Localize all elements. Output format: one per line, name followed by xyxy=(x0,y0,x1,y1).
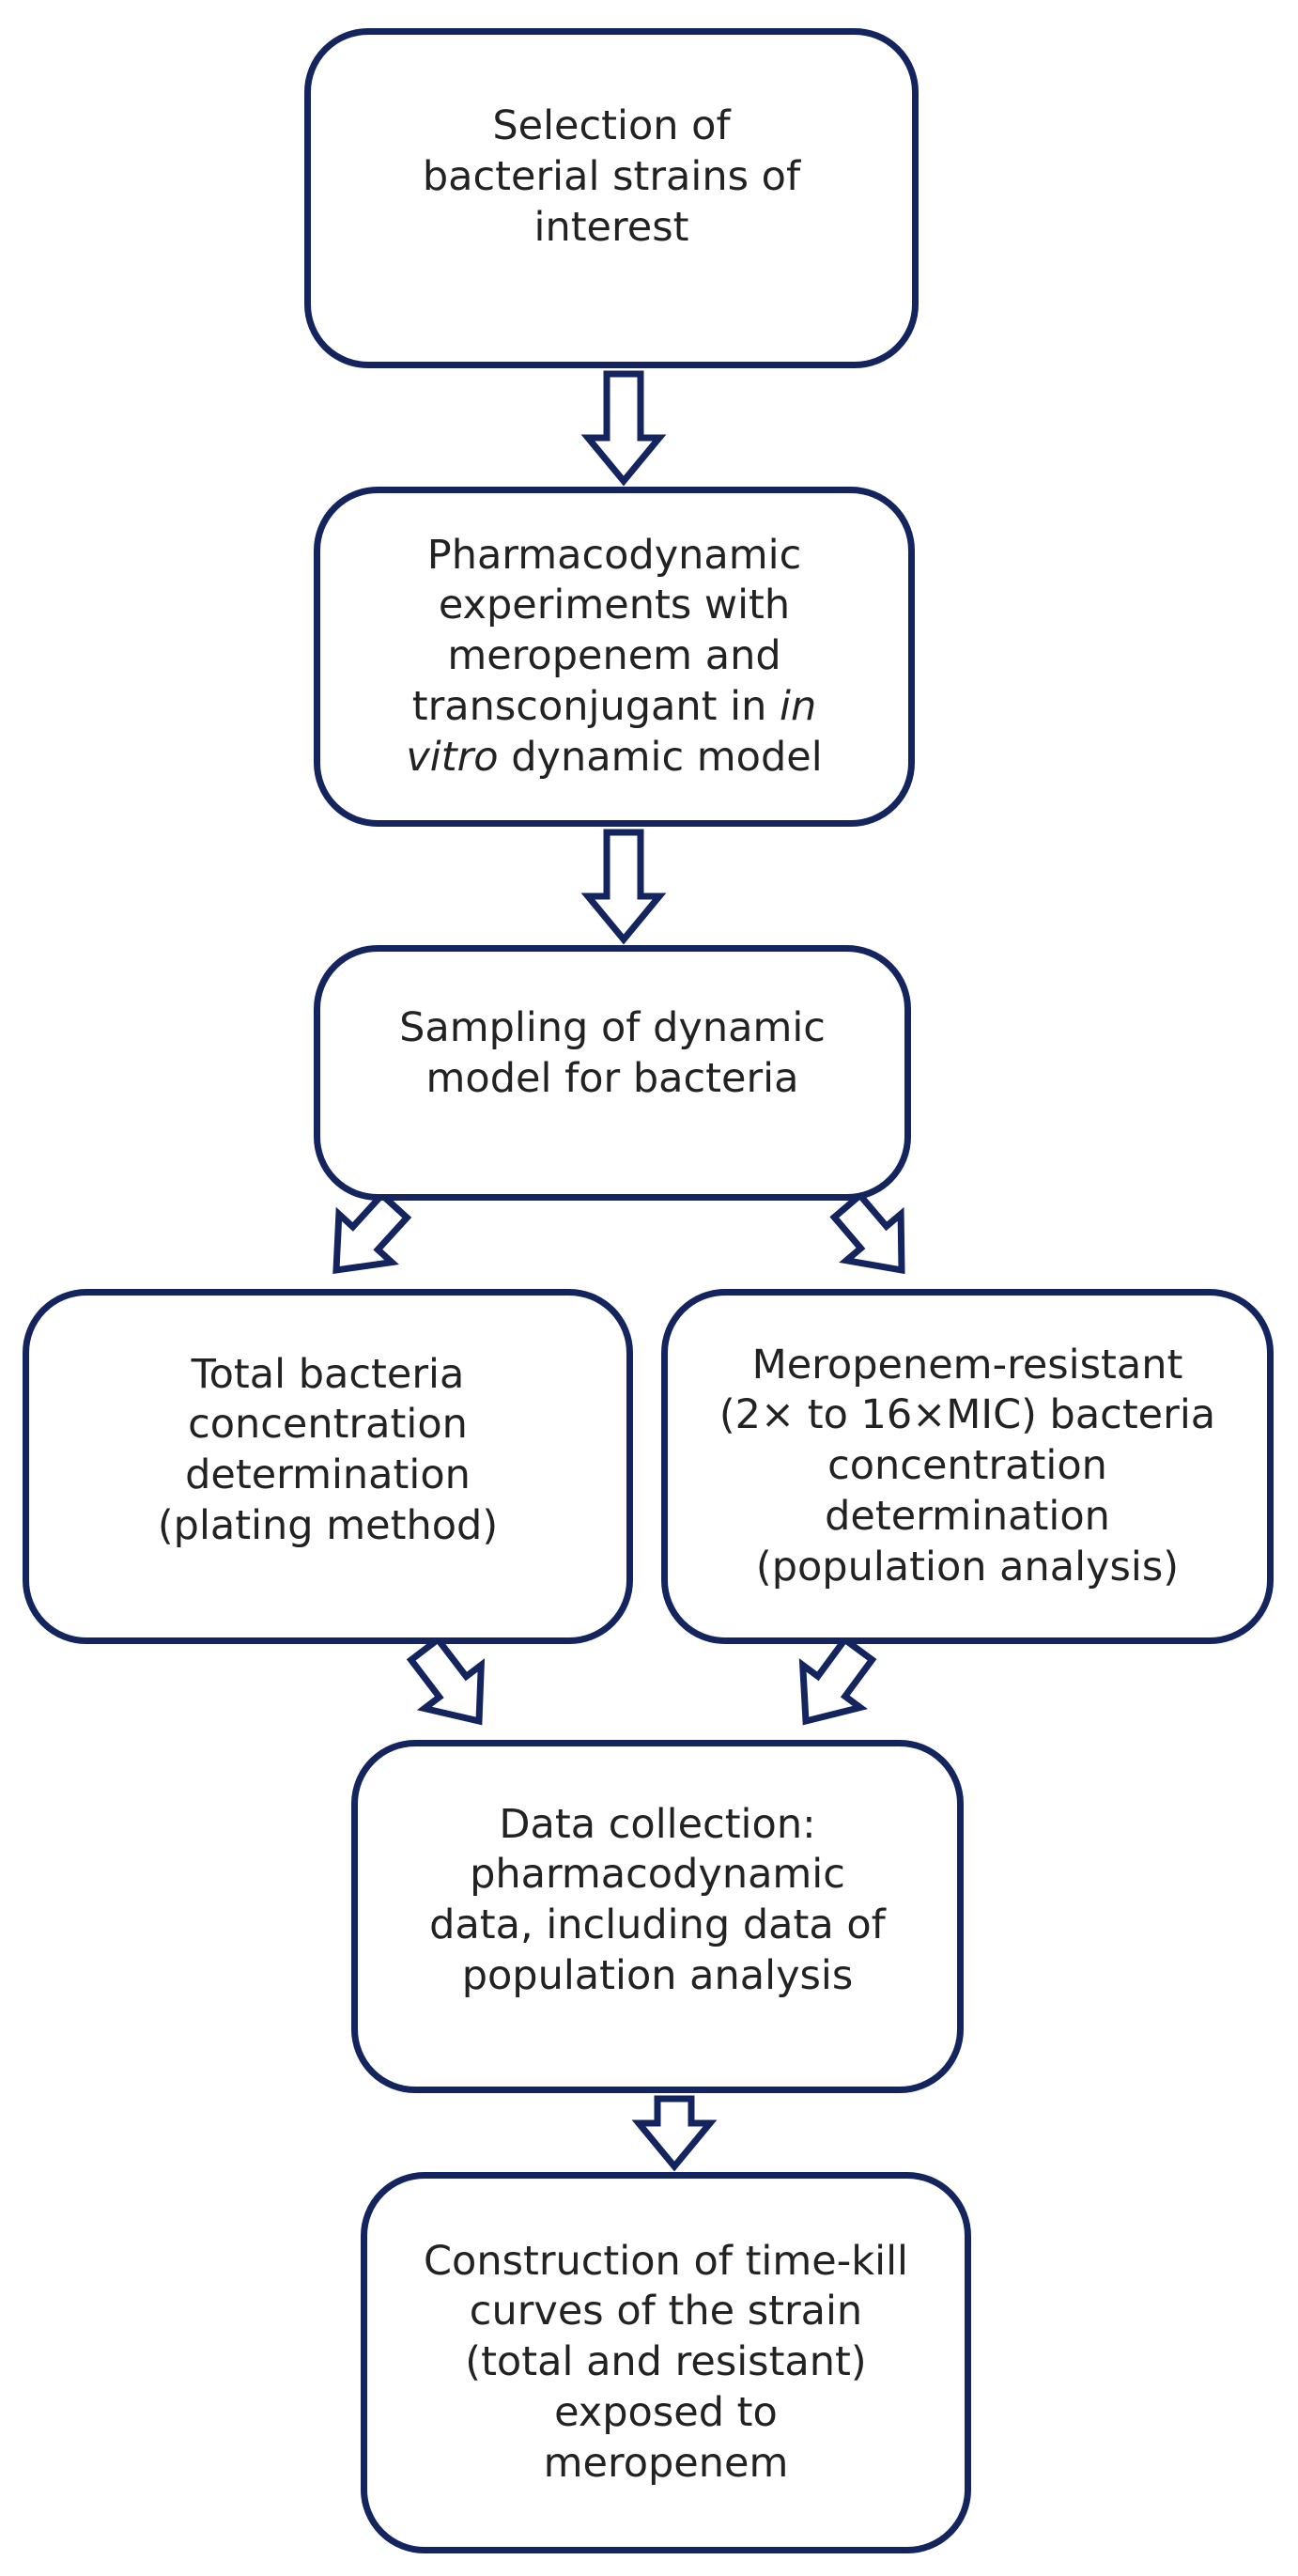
node-text-line: transconjugant in in xyxy=(406,682,822,733)
node-text-line: Selection of xyxy=(492,102,731,150)
node-text-line: Meropenem-resistant xyxy=(751,1341,1183,1389)
pharmacodynamic-experiments-node: Pharmacodynamic experiments with meropen… xyxy=(314,487,915,827)
node-text-line: Construction of time-kill xyxy=(424,2237,908,2285)
data-collection-node: Data collection: pharmacodynamic data, i… xyxy=(351,1740,964,2093)
node-text-line: interest xyxy=(533,203,689,251)
node-text-line: experiments with xyxy=(438,582,791,629)
node-text-segment: transconjugant in xyxy=(411,682,780,730)
node-text-line: determination xyxy=(825,1492,1110,1540)
node-text-line: curves of the strain xyxy=(469,2288,863,2335)
node-text-line: exposed to xyxy=(554,2388,778,2436)
node-text-line: data, including data of xyxy=(429,1901,886,1948)
arrow-selection-to-experiments xyxy=(580,370,667,487)
node-text-line: concentration xyxy=(188,1401,468,1449)
node-text-line: Pharmacodynamic xyxy=(426,531,802,579)
arrow-total-to-data xyxy=(406,1635,486,1726)
node-text-line: (plating method) xyxy=(157,1501,499,1549)
node-text-line: determination xyxy=(185,1451,471,1498)
node-text-italic: vitro xyxy=(406,733,499,781)
node-text-line: (2× to 16×MIC) bacteria xyxy=(719,1391,1216,1439)
total-bacteria-node: Total bacteria concentration determinati… xyxy=(23,1289,633,1644)
time-kill-curves-node: Construction of time-kill curves of the … xyxy=(361,2172,971,2553)
node-text-line: concentration xyxy=(827,1442,1107,1490)
meropenem-resistant-node: Meropenem-resistant (2× to 16×MIC) bacte… xyxy=(661,1289,1274,1644)
node-text-italic: in xyxy=(780,682,817,730)
arrow-resistant-to-data xyxy=(798,1635,877,1726)
arrow-sampling-to-resistant xyxy=(829,1190,905,1275)
sampling-node: Sampling of dynamic model for bacteria xyxy=(314,945,911,1201)
node-text-line: (population analysis) xyxy=(755,1543,1180,1591)
node-text-line: bacterial strains of xyxy=(422,153,801,201)
node-text-line: meropenem xyxy=(543,2439,789,2487)
node-text-line: pharmacodynamic xyxy=(470,1851,845,1899)
node-text-line: meropenem and xyxy=(447,632,781,680)
arrow-sampling-to-total xyxy=(332,1189,412,1275)
node-text-line: model for bacteria xyxy=(425,1055,799,1102)
node-text-line: population analysis xyxy=(461,1951,854,1999)
node-text-line: (total and resistant) xyxy=(465,2338,867,2386)
arrow-data-to-curves xyxy=(631,2095,718,2172)
node-text-line: Data collection: xyxy=(499,1800,816,1848)
node-text-line: vitro dynamic model xyxy=(406,733,822,784)
arrow-experiments-to-sampling xyxy=(580,829,667,945)
node-text-segment: dynamic model xyxy=(498,733,823,781)
node-text-line: Sampling of dynamic xyxy=(399,1004,826,1052)
selection-node: Selection of bacterial strains of intere… xyxy=(304,28,919,368)
node-text-line: Total bacteria xyxy=(191,1350,465,1398)
